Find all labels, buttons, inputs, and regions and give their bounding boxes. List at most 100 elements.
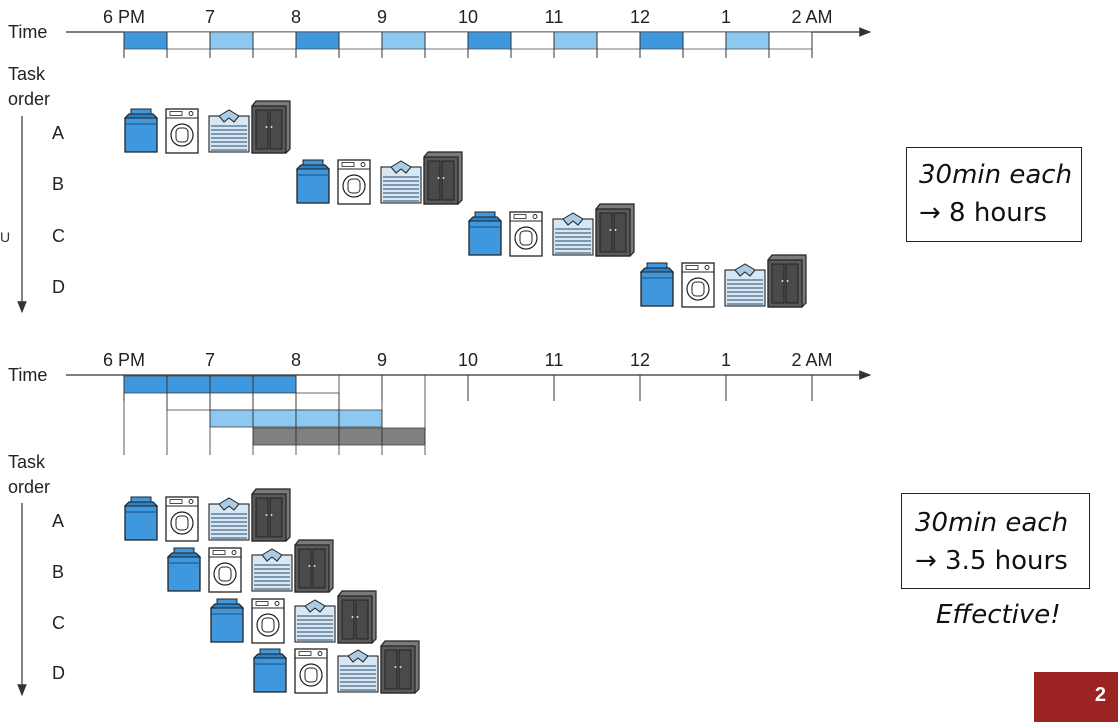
timeline-slot: [252, 31, 297, 50]
closet-icon: [294, 539, 334, 593]
timeline-slot: [596, 31, 641, 50]
time-tick-label: 11: [545, 350, 564, 370]
folded-clothes-icon: [208, 497, 250, 541]
pipeline-stage-slot: [381, 427, 426, 446]
pipeline-stage-slot: [295, 392, 340, 411]
timeline-slot: [639, 31, 684, 50]
time-tick-label: 12: [630, 350, 650, 370]
folded-clothes-icon: [724, 263, 766, 307]
timeline-slot: [209, 31, 254, 50]
time-tick-label: 7: [205, 7, 215, 27]
pipeline-stage-slot: [252, 375, 297, 394]
laundry-load: [253, 640, 420, 694]
folded-clothes-icon: [294, 599, 336, 643]
pipeline-stage-slot: [166, 375, 211, 394]
timeline-slot: [166, 31, 211, 50]
washer-icon: [640, 262, 674, 307]
closet-icon: [251, 100, 291, 154]
laundry-load: [167, 539, 334, 593]
washer-icon: [253, 648, 287, 693]
closet-icon: [423, 151, 463, 205]
pipeline-stage-slot: [295, 427, 340, 446]
summary-line-total: → 8 hours: [919, 198, 1047, 228]
time-tick-label: 2 AM: [791, 350, 832, 370]
washer-icon: [124, 108, 158, 153]
pipeline-stage-slot: [252, 427, 297, 446]
dryer-icon: [294, 648, 328, 694]
timeline-slot: [768, 31, 813, 50]
summary-line-total: → 3.5 hours: [915, 546, 1068, 576]
closet-icon: [337, 590, 377, 644]
pipeline-stage-slot: [252, 409, 297, 428]
laundry-load: [124, 100, 291, 154]
time-tick-label: 8: [291, 7, 301, 27]
task-label: B: [52, 562, 64, 582]
page-number-badge: 2: [1034, 672, 1118, 722]
task-label: A: [52, 123, 64, 143]
sequential-summary-box: 30min each → 8 hours: [906, 147, 1082, 242]
task-label: C: [52, 226, 65, 246]
time-tick-label: 12: [630, 7, 650, 27]
laundry-load: [124, 488, 291, 542]
time-tick-label: 1: [721, 350, 731, 370]
folded-clothes-icon: [380, 160, 422, 204]
folded-clothes-icon: [337, 649, 379, 693]
folded-clothes-icon: [552, 212, 594, 256]
timeline-slot: [682, 31, 727, 50]
washer-icon: [167, 547, 201, 592]
stray-label: U: [0, 229, 11, 245]
pipeline-stage-slot: [295, 409, 340, 428]
closet-icon: [767, 254, 807, 308]
time-tick-label: 6 PM: [103, 7, 145, 27]
timeline-slot: [123, 31, 168, 50]
pipeline-stage-slot: [166, 392, 211, 411]
summary-line-duration: 30min each: [915, 508, 1069, 538]
timeline-slot: [553, 31, 598, 50]
dryer-icon: [208, 547, 242, 593]
laundry-load: [296, 151, 463, 205]
dryer-icon: [165, 496, 199, 542]
task-order-label: order: [8, 89, 50, 109]
folded-clothes-icon: [251, 548, 293, 592]
pipeline-stage-slot: [209, 409, 254, 428]
dryer-icon: [509, 211, 543, 257]
time-tick-label: 11: [545, 7, 564, 27]
pipelined-summary-box: 30min each → 3.5 hours: [901, 493, 1090, 589]
timeline-slot: [510, 31, 555, 50]
time-tick-label: 10: [458, 350, 478, 370]
time-tick-label: 9: [377, 7, 387, 27]
dryer-icon: [681, 262, 715, 308]
summary-line-duration: 30min each: [919, 160, 1073, 190]
task-label: D: [52, 663, 65, 683]
time-tick-label: 7: [205, 350, 215, 370]
closet-icon: [380, 640, 420, 694]
dryer-icon: [337, 159, 371, 205]
dryer-icon: [251, 598, 285, 644]
task-order-label: Task: [8, 64, 46, 84]
closet-icon: [595, 203, 635, 257]
laundry-load: [210, 590, 377, 644]
washer-icon: [468, 211, 502, 256]
timeline-slot: [725, 31, 770, 50]
laundry-load: [468, 203, 635, 257]
folded-clothes-icon: [208, 109, 250, 153]
time-axis-label: Time: [8, 365, 47, 385]
task-label: A: [52, 511, 64, 531]
pipeline-stage-slot: [338, 409, 383, 428]
timeline-slot: [467, 31, 512, 50]
time-tick-label: 6 PM: [103, 350, 145, 370]
effective-label: Effective!: [936, 600, 1061, 630]
task-label: B: [52, 174, 64, 194]
task-order-label: order: [8, 477, 50, 497]
timeline-slot: [424, 31, 469, 50]
time-axis-label: Time: [8, 22, 47, 42]
laundry-load: [640, 254, 807, 308]
timeline-slot: [295, 31, 340, 50]
washer-icon: [210, 598, 244, 643]
closet-icon: [251, 488, 291, 542]
washer-icon: [296, 159, 330, 204]
task-label: C: [52, 613, 65, 633]
